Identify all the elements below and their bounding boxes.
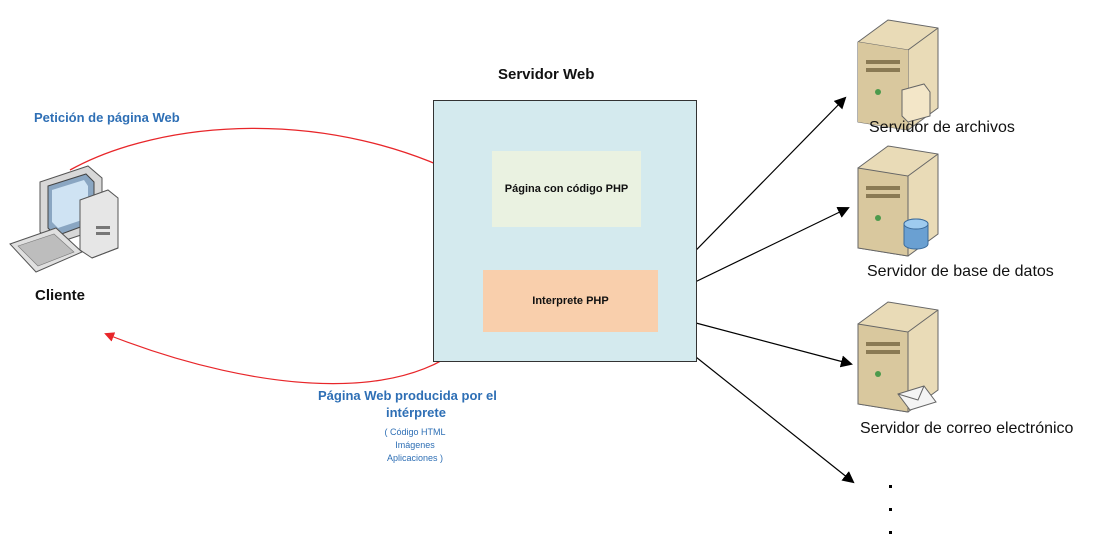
php-page-box: Página con código PHP: [492, 151, 641, 227]
response-detail-line2: Imágenes: [395, 440, 435, 450]
client-label: Cliente: [35, 287, 86, 304]
mail-server-icon: [857, 301, 939, 413]
php-interpreter-box: Interprete PHP: [483, 270, 658, 332]
response-label-line2: intérprete: [386, 405, 446, 420]
request-label: Petición de página Web: [34, 110, 180, 125]
web-server-title: Servidor Web: [498, 66, 595, 83]
database-server-label: Servidor de base de datos: [867, 263, 1054, 280]
php-interpreter-label: Interprete PHP: [532, 295, 609, 307]
database-server-icon: [857, 145, 939, 257]
response-detail-line3: Aplicaciones ): [386, 453, 444, 463]
mail-server-label: Servidor de correo electrónico: [860, 420, 1074, 437]
client-computer-icon: [9, 165, 119, 273]
continuation-dot: [889, 485, 892, 488]
response-detail-line1: ( Código HTML: [384, 427, 446, 437]
files-server-label: Servidor de archivos: [869, 119, 1015, 136]
php-page-label: Página con código PHP: [504, 183, 629, 195]
response-arrow: [104, 319, 486, 385]
continuation-dot: [889, 531, 892, 534]
response-label-line1: Página Web producida por el: [318, 388, 497, 403]
continuation-dot: [889, 508, 892, 511]
files-server-icon: [857, 19, 939, 131]
request-arrow: [69, 127, 476, 183]
